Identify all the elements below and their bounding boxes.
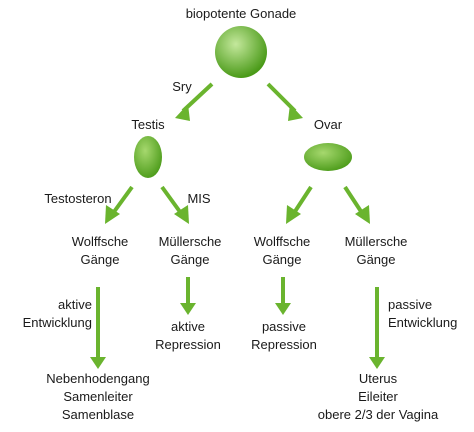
female-mueller-duct: Müllersche Gänge — [344, 234, 408, 267]
male-right-effect: aktive Repression — [155, 319, 221, 352]
ovar-label: Ovar — [313, 117, 343, 132]
male-left-effect: aktive Entwicklung — [22, 297, 92, 330]
female-result: Uterus Eileiter obere 2/3 der Vagina — [317, 371, 439, 422]
mis-label: MIS — [187, 191, 211, 206]
testosteron-label: Testosteron — [44, 191, 112, 206]
male-result: Nebenhodengang Samenleiter Samenblase — [46, 371, 150, 422]
gonad-title: biopotente Gonade — [185, 6, 297, 21]
testis-shape — [134, 136, 162, 178]
male-mueller-duct: Müllersche Gänge — [158, 234, 222, 267]
female-wolff-duct: Wolffsche Gänge — [253, 234, 311, 267]
testis-label: Testis — [131, 117, 165, 132]
biopotent-gonad-shape — [215, 26, 267, 78]
sry-label: Sry — [172, 79, 192, 94]
female-right-effect: passive Entwicklung — [388, 297, 458, 330]
ovar-shape — [304, 143, 352, 171]
male-wolff-duct: Wolffsche Gänge — [71, 234, 129, 267]
female-left-effect: passive Repression — [251, 319, 317, 352]
